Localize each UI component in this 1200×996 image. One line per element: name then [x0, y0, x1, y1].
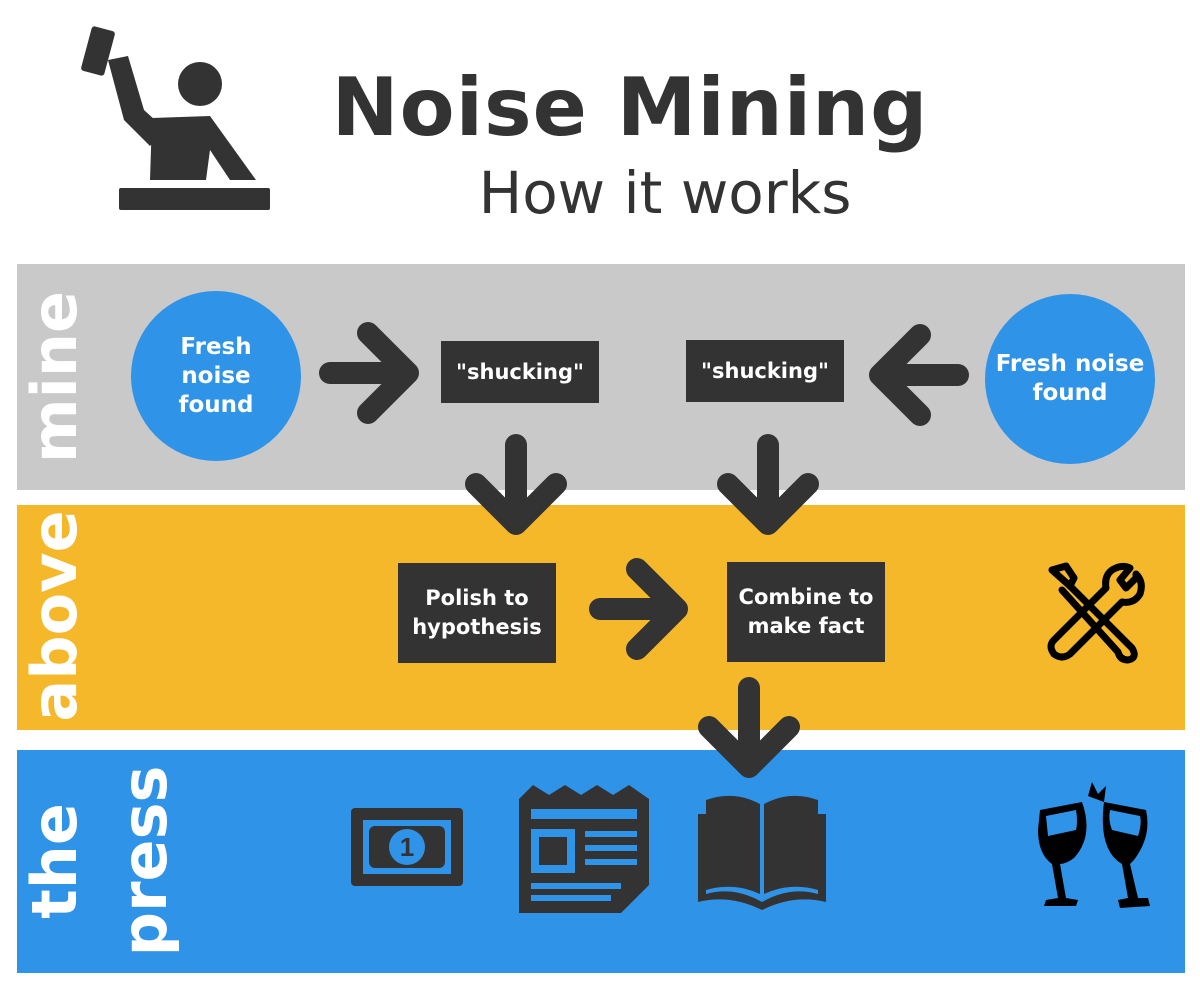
page-title: Noise Mining	[331, 61, 929, 154]
shucking-right-box: "shucking"	[686, 340, 844, 402]
combine-box: Combine to make fact	[727, 562, 885, 662]
tools-wrench-screwdriver-icon	[1047, 562, 1145, 664]
arrow-down-icon	[717, 434, 819, 535]
combine-label: Combine to make fact	[738, 585, 874, 638]
shucking-right-label: "shucking"	[701, 358, 829, 383]
svg-text:1: 1	[400, 832, 414, 862]
arrow-left-icon	[869, 324, 969, 426]
arrow-right-icon	[589, 558, 688, 660]
fresh-noise-left-label: Fresh noise found	[178, 333, 254, 418]
fresh-noise-left-node: Fresh noise found	[131, 291, 301, 461]
arrow-down-icon	[698, 677, 800, 778]
open-book-icon	[698, 795, 826, 910]
money-bill-icon: 1	[351, 808, 463, 886]
shucking-left-label: "shucking"	[456, 359, 584, 384]
arrow-right-icon	[319, 322, 419, 424]
fresh-noise-right-label: Fresh noise found	[995, 351, 1145, 406]
polish-label: Polish to hypothesis	[412, 586, 542, 639]
arrow-down-icon	[465, 434, 567, 535]
miner-with-hammer-icon	[81, 26, 270, 210]
polish-box: Polish to hypothesis	[398, 563, 556, 663]
champagne-toast-icon	[1038, 782, 1150, 908]
shucking-left-box: "shucking"	[441, 341, 599, 403]
page-subtitle: How it works	[478, 159, 852, 227]
fresh-noise-right-node: Fresh noise found	[985, 294, 1155, 464]
newspaper-icon	[519, 785, 649, 913]
